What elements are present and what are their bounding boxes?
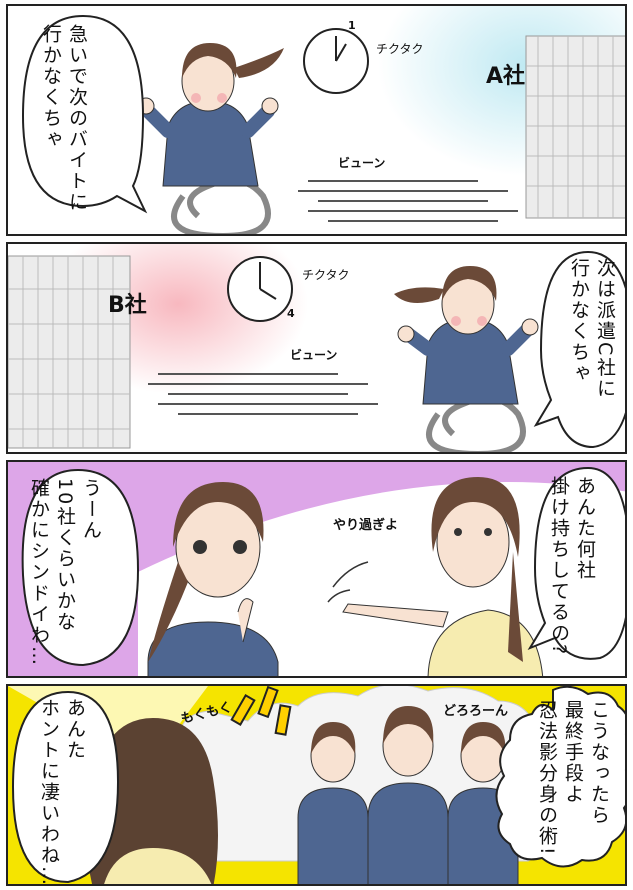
clone-left <box>297 722 369 884</box>
woman-pointing <box>342 477 544 676</box>
sound-effect-right: どろろーん <box>443 704 509 719</box>
speech-text-right: こうなったら最終手段よ忍法影分身の術! <box>536 700 610 857</box>
tick-sound-effect: チクタク <box>302 268 350 282</box>
building-b <box>8 255 131 449</box>
speech-text: 次は派遣C社に行かなくちゃ <box>568 258 616 400</box>
clock-icon <box>227 256 293 322</box>
clock-icon <box>303 28 369 94</box>
sound-effect: やり過ぎよ <box>333 518 399 533</box>
impact-marks <box>230 686 292 736</box>
company-label-a: A社 <box>486 64 526 89</box>
motion-lines <box>327 561 369 603</box>
panel-1: 急いで次のバイトに行かなくちゃ 1 チクタク A社 ビューン <box>6 4 627 236</box>
tick-sound-effect: チクタク <box>376 42 424 56</box>
speed-lines <box>298 180 518 222</box>
company-label-b: B社 <box>108 293 147 318</box>
speed-sound-effect: ビューン <box>290 348 338 362</box>
speech-bubbles <box>21 466 625 667</box>
speech-text: 急いで次のバイトに行かなくちゃ <box>40 24 88 213</box>
panel-4: あんたホントに凄いわね… もくもく どろろーん こうなったら最終手段よ忍法影分身… <box>6 684 627 886</box>
running-woman <box>394 266 539 452</box>
speech-text-right: あんた何社掛け持ちしてるの? <box>548 476 596 657</box>
clone-center <box>367 706 449 884</box>
woman-back-view <box>85 718 218 884</box>
panel-1-art <box>137 6 625 234</box>
building-a <box>525 35 625 219</box>
panel-2-art <box>8 244 539 452</box>
speech-text-left: あんたホントに凄いわね… <box>38 698 86 886</box>
speech-bubble <box>533 250 625 449</box>
clock-number: 4 <box>287 307 295 320</box>
speed-lines <box>148 373 378 415</box>
speech-bubbles <box>11 686 625 884</box>
woman-thinking <box>147 482 279 676</box>
panel-2: B社 4 チクタク ビューン 次は派遣C社に行かなくちゃ <box>6 242 627 454</box>
speech-bubble <box>21 14 148 214</box>
speed-sound-effect: ビューン <box>338 156 386 170</box>
clock-number: 1 <box>348 19 356 32</box>
running-woman <box>137 43 284 234</box>
